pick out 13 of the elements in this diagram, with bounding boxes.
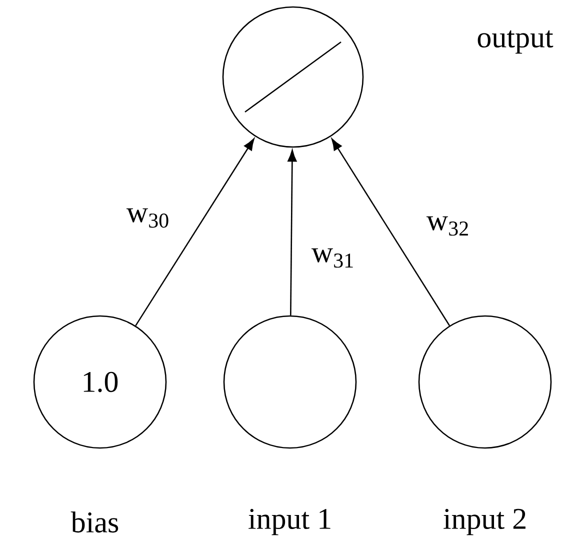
weight-label: w$_{30}$ [125,207,171,229]
weight-label: w$_{32}$ [425,215,471,237]
arrow [331,138,450,326]
node-caption: bias [70,511,118,533]
node-caption: input 1 [248,508,330,536]
neuron-circle [223,315,357,449]
neuron-circle [222,6,364,148]
node-caption: input 2 [444,508,526,536]
arrow [135,138,254,326]
node-caption: output [478,30,554,54]
neuron-circle [418,315,552,449]
arrow [288,150,297,316]
weight-label: w$_{31}$ [310,247,356,269]
